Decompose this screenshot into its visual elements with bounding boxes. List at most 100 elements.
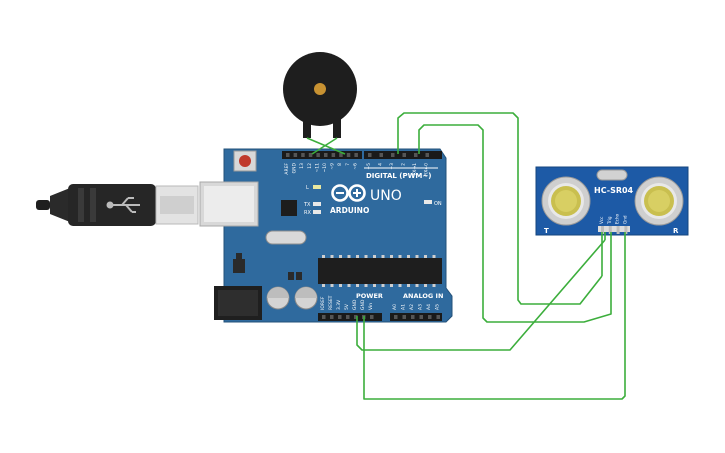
analog-pin-label: A4 <box>426 304 432 310</box>
top-pin-hole <box>368 153 372 157</box>
led-tx <box>313 202 321 206</box>
chip-pin <box>415 284 419 287</box>
top-pin-hole <box>331 153 336 157</box>
top-pin-label: ~10 <box>322 163 328 173</box>
buzzer-center <box>314 83 326 95</box>
top-pin-label: 4 <box>378 163 384 166</box>
sensor-pin-label: Vcc <box>599 216 604 224</box>
svg-text:L: L <box>306 185 309 191</box>
sensor-pin-label: Trig <box>607 216 612 225</box>
analog-pin-hole <box>411 315 415 319</box>
cable-end <box>36 200 50 210</box>
chip-pin <box>356 284 359 287</box>
sensor-pin <box>608 226 612 234</box>
chip-pin <box>407 284 410 287</box>
power-pin-hole <box>346 315 350 319</box>
top-pin-label: ~5 <box>366 163 372 170</box>
power-pin-hole <box>322 315 326 319</box>
chip-pin <box>330 255 334 258</box>
analog-pin-hole <box>419 315 423 319</box>
top-pin-label: 8 <box>337 163 343 166</box>
reset-button-cap[interactable] <box>239 155 251 167</box>
usb-cable <box>36 184 199 226</box>
top-pin-label: ~6 <box>352 163 358 170</box>
top-pin-hole <box>425 153 429 157</box>
power-pin-hole <box>370 315 374 319</box>
top-pin-label: ~9 <box>330 163 336 170</box>
power-pin-hole <box>338 315 342 319</box>
power-pin-label: GND <box>352 299 358 310</box>
chip-pin <box>424 255 427 258</box>
power-pin-label: Vin <box>368 303 374 310</box>
sensor-r-mark: R <box>673 227 679 235</box>
top-pin-hole <box>346 153 351 157</box>
svg-text:ON: ON <box>434 201 442 207</box>
top-pin-label: TX→1 <box>412 163 418 177</box>
top-pin-label: ~11 <box>314 163 320 173</box>
regulator <box>233 259 245 273</box>
chip-pin <box>364 284 368 287</box>
digital-label: DIGITAL (PWM~) <box>366 172 431 180</box>
top-pin-label: GND <box>292 162 298 173</box>
chip-pin <box>390 284 393 287</box>
sensor-pin <box>624 226 628 234</box>
top-pin-label: 7 <box>345 163 351 166</box>
power-pin-label: 5V <box>344 303 350 310</box>
led-rx <box>313 210 321 214</box>
top-pin-label: 12 <box>307 163 313 169</box>
led-on <box>424 200 432 204</box>
sensor-pin <box>616 226 620 234</box>
wire-buzzer-1 <box>306 137 346 155</box>
top-pin-hole <box>414 153 418 157</box>
analog-pin-label: A1 <box>401 304 407 310</box>
top-pin-hole <box>402 153 406 157</box>
chip-pin <box>347 255 351 258</box>
capacitors <box>266 286 318 310</box>
svg-text:RX: RX <box>304 210 311 216</box>
power-pin-hole <box>354 315 358 319</box>
wire-trig <box>397 112 603 305</box>
top-pin-hole <box>339 153 343 157</box>
chip-pin <box>322 255 325 258</box>
top-pin-label: RX←0 <box>424 163 430 176</box>
chip-pin <box>407 255 410 258</box>
brand-label: ARDUINO <box>330 206 369 215</box>
sensor-pin <box>601 226 604 234</box>
wire-vcc <box>356 239 606 351</box>
wires <box>306 112 626 400</box>
crystal <box>265 230 307 245</box>
chip-pins <box>322 255 436 287</box>
analog-header <box>390 313 442 321</box>
top-pin-hole <box>324 153 328 157</box>
svg-text:TX: TX <box>303 202 311 208</box>
top-pin-hole <box>286 153 290 157</box>
power-pin-label: IOREF <box>320 296 326 310</box>
power-header <box>318 313 382 321</box>
sensor-pin-label: Echo <box>615 213 620 224</box>
power-label: POWER <box>356 292 383 300</box>
sensor-pin-label: Gnd <box>622 215 627 224</box>
top-pin-label: ~3 <box>389 163 395 170</box>
chip-pin <box>390 255 393 258</box>
chip-pin <box>398 255 402 258</box>
chip-pin <box>356 255 359 258</box>
analog-pin-label: A5 <box>435 304 441 310</box>
power-pin-hole <box>330 315 334 319</box>
top-pin-label: 2 <box>401 163 407 166</box>
chip-pin <box>381 255 385 258</box>
led-l <box>313 185 321 189</box>
power-pin-label: RESET <box>328 295 334 310</box>
piezo-buzzer <box>283 52 357 138</box>
chip-pin <box>373 284 376 287</box>
analog-label: ANALOG IN <box>403 292 443 300</box>
power-pin-label: 3.3V <box>336 299 342 310</box>
power-pin-label: GND <box>360 299 366 310</box>
chip-pin <box>381 284 385 287</box>
top-pin-hole <box>354 153 358 157</box>
cable-strain-relief <box>50 188 70 222</box>
digital-header-left <box>282 151 362 159</box>
